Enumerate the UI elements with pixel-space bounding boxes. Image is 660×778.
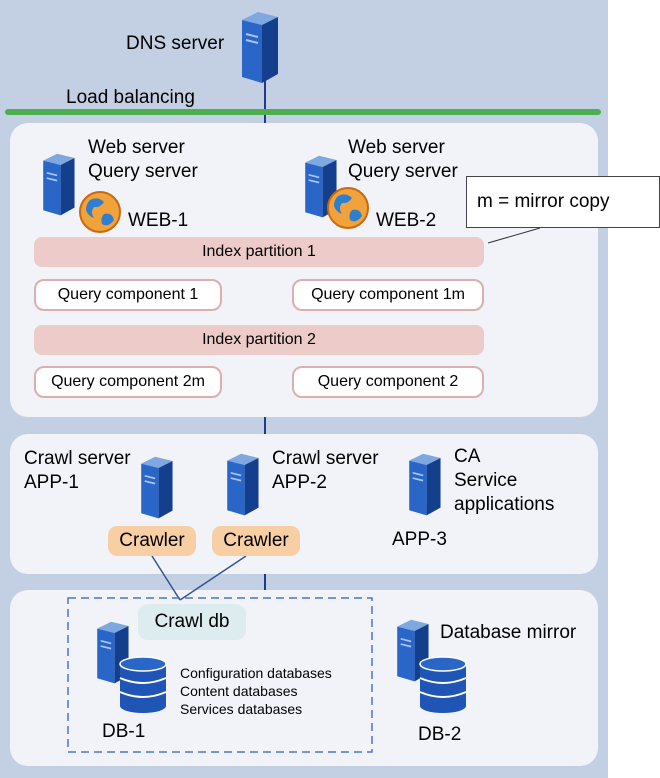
app3-name: APP-3 [392, 529, 447, 550]
web2-name: WEB-2 [376, 210, 437, 231]
db2-database-icon [418, 656, 468, 719]
db-list-item-3: Services databases [180, 701, 303, 717]
web1-line2: Query server [88, 161, 198, 182]
crawler2-db-link [179, 555, 247, 601]
db1-group-box [67, 597, 373, 753]
db1-database-icon [118, 656, 168, 719]
index-partition-1: Index partition 1 [34, 237, 484, 267]
db2-name: DB-2 [418, 724, 462, 745]
load-balancing-label: Load balancing [66, 87, 195, 108]
db1-name: DB-1 [102, 721, 146, 742]
dns-server-label: DNS server [126, 33, 225, 54]
app2-server-icon [222, 452, 262, 523]
query-component-1: Query component 1 [34, 279, 222, 311]
crawl-db: Crawl db [138, 604, 246, 640]
app3-server-icon [404, 452, 444, 523]
app3-line1: CA [454, 446, 481, 467]
crawler1-db-link [151, 555, 181, 601]
query-component-2m: Query component 2m [34, 366, 222, 398]
app1-server-icon [136, 455, 176, 526]
web1-name: WEB-1 [128, 210, 189, 231]
callout-pointer [487, 227, 541, 244]
web2-line2: Query server [348, 161, 458, 182]
query-component-2: Query component 2 [292, 366, 484, 398]
crawler-2: Crawler [212, 526, 300, 556]
database-mirror-label: Database mirror [440, 622, 577, 643]
web1-line1: Web server [88, 137, 185, 158]
app3-line2: Service [454, 470, 518, 491]
web1-globe-icon [78, 190, 122, 239]
db2-server-icon [392, 616, 432, 691]
mirror-copy-callout: m = mirror copy [466, 176, 660, 228]
web2-globe-icon [326, 186, 370, 235]
app2-line1: Crawl server [272, 448, 379, 469]
index-partition-2: Index partition 2 [34, 325, 484, 355]
app2-line2: APP-2 [272, 472, 327, 493]
web2-line1: Web server [348, 137, 445, 158]
query-component-1m: Query component 1m [292, 279, 484, 311]
db-list-item-2: Content databases [180, 683, 298, 699]
web1-server-icon [38, 150, 78, 225]
app1-line1: Crawl server [24, 448, 131, 469]
dns-server-icon [236, 12, 282, 89]
crawler-1: Crawler [108, 526, 196, 556]
db-list-item-1: Configuration databases [180, 665, 332, 681]
app1-line2: APP-1 [24, 472, 79, 493]
db1-server-icon [92, 618, 132, 693]
app3-line3: applications [454, 494, 555, 515]
